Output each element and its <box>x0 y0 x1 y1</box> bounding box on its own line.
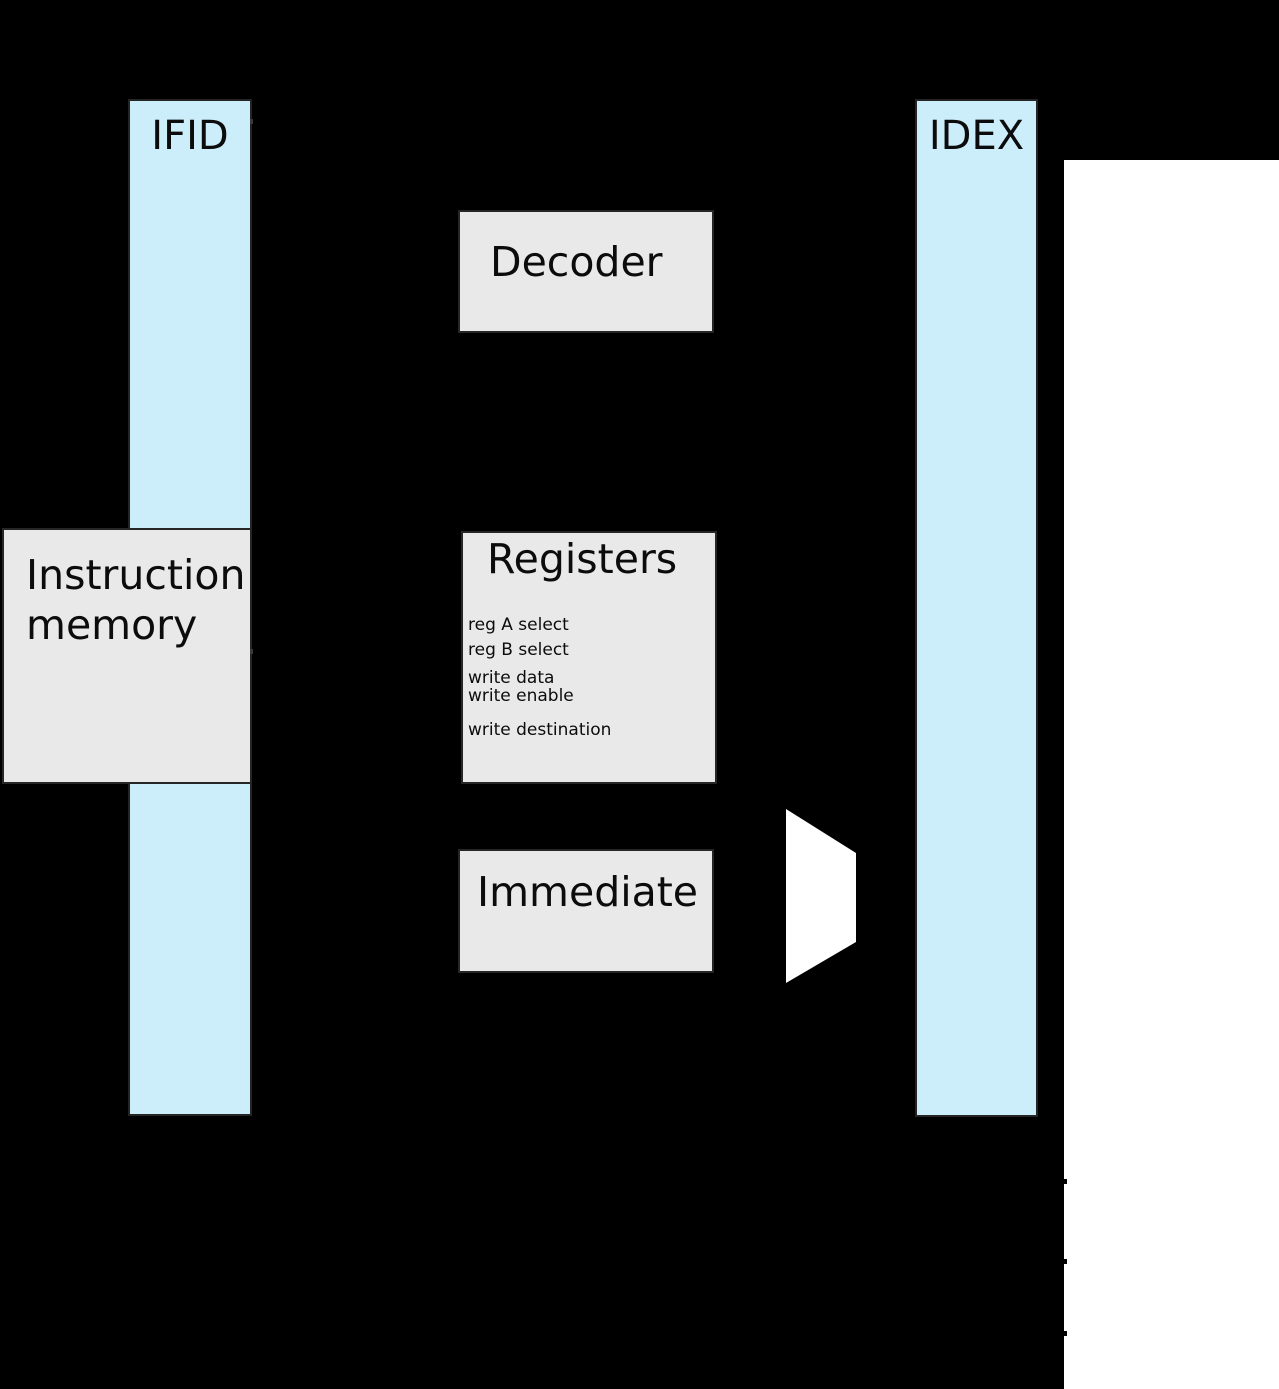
registers-port-write-enable: write enable <box>468 686 574 706</box>
idex-pipeline-register-bar <box>915 99 1038 1117</box>
instruction-memory-label-line1: Instruction <box>26 551 246 599</box>
registers-port-reg-a-select: reg A select <box>468 615 569 635</box>
registers-block <box>461 531 717 784</box>
idex-label: IDEX <box>928 113 1025 159</box>
arrow-stub <box>1064 1259 1067 1264</box>
arrow-stub <box>1064 1179 1067 1184</box>
instruction-memory-label: Instruction memory <box>26 550 245 650</box>
decoder-block <box>458 210 714 333</box>
immediate-block <box>458 849 714 973</box>
registers-port-write-data: write data <box>468 668 555 688</box>
registers-port-write-destination: write destination <box>468 720 612 740</box>
mux-icon <box>786 809 856 983</box>
instruction-memory-label-line2: memory <box>26 601 198 649</box>
ifid-label: IFID <box>151 113 229 159</box>
decoder-label: Decoder <box>490 238 663 286</box>
arrow-stub <box>250 119 253 124</box>
immediate-label: Immediate <box>477 868 699 916</box>
arrow-stub <box>1064 1331 1067 1336</box>
registers-port-reg-b-select: reg B select <box>468 640 569 660</box>
instruction-memory-block <box>2 528 252 784</box>
white-panel <box>1064 160 1279 1389</box>
registers-label: Registers <box>487 535 678 583</box>
arrow-stub <box>250 649 253 654</box>
